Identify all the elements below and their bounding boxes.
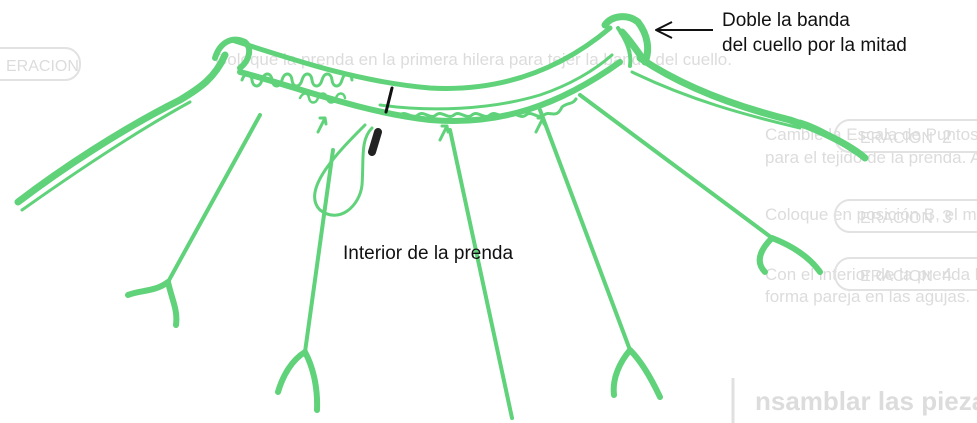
weight-2: [278, 150, 333, 410]
left-needle-bar-edge: [22, 102, 190, 210]
fold-instruction-label: Doble la banda del cuello por la mitad: [722, 8, 907, 58]
weight-4: [540, 110, 660, 397]
needle-bed-and-collar: [18, 17, 865, 418]
ghost-op-4: ERACION: [860, 268, 933, 285]
fold-label-line-2: del cuello por la mitad: [722, 33, 907, 58]
fold-label-line-1: Doble la banda: [722, 8, 907, 33]
callout-arrow-icon: [656, 22, 713, 38]
collar-lower-edge: [240, 62, 620, 121]
garment-interior-label: Interior de la prenda: [343, 241, 513, 266]
ghost-op-2: ERACION: [860, 130, 933, 147]
ghost-heading: nsamblar las piezas: [755, 386, 977, 416]
ghost-op-num-2: 2: [942, 127, 952, 147]
ghost-op-num-3: 3: [942, 207, 952, 227]
transfer-tool-tip: [372, 132, 378, 152]
pointer-arrow-2: [440, 126, 448, 140]
ghost-op-num-4: 4: [942, 265, 952, 285]
ghost-op-3: ERACION: [860, 210, 933, 227]
pointer-arrow-1: [318, 118, 326, 132]
ghost-line-3: para el tejido de la prenda. Aumente el …: [765, 148, 977, 167]
transfer-tool: [386, 88, 392, 112]
ghost-op-1: ERACION: [6, 58, 79, 75]
yarn-loop: [315, 125, 372, 215]
weight-3: [450, 130, 512, 418]
left-needle-bar: [18, 55, 225, 202]
weight-1: [128, 115, 260, 325]
